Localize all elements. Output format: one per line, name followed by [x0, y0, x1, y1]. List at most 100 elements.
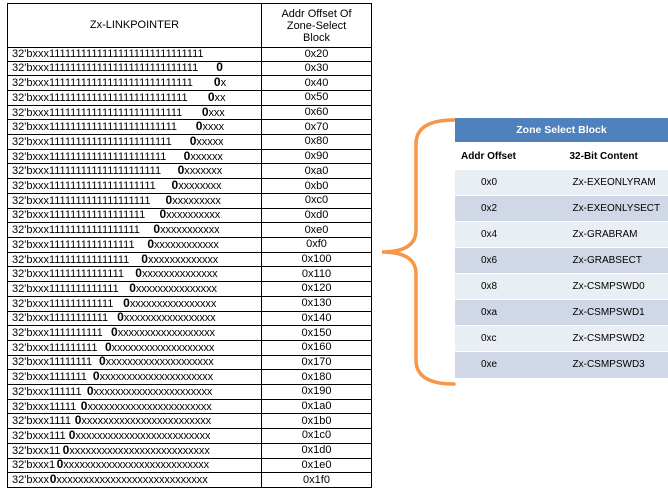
value-suffix: x	[220, 77, 227, 90]
value-prefix: 32'bxxx1111111111111111111	[12, 194, 151, 207]
value-suffix: xxxxxxxxxxx	[160, 224, 220, 237]
value-zero-bit: 0	[213, 75, 221, 90]
value-prefix: 32'bxxx111	[12, 429, 66, 442]
col-32bit-content: 32-Bit Content	[561, 142, 668, 170]
value-zero-bit: 0	[49, 472, 57, 487]
linkpointer-offset: 0x60	[261, 104, 372, 121]
zone-content: Zx-CSMPSWD3	[561, 351, 668, 378]
value-suffix: xxxxxxxxxxxxxxxxxxxxxx	[93, 385, 213, 398]
value-suffix: xxxxxxxxxxxx	[154, 238, 219, 251]
value-suffix: xxxxxxxxxxxxxxxxxxxxxxxxxxx	[63, 459, 210, 472]
zone-content: Zx-CSMPSWD1	[561, 299, 668, 326]
zone-content: Zx-EXEONLYSECT	[561, 195, 668, 222]
value-zero-bit: 0	[177, 163, 185, 178]
header-addr-offset: Addr Offset Of Zone-Select Block	[261, 3, 372, 48]
linkpointer-offset: 0x30	[261, 60, 372, 77]
header-linkpointer: Zx-LINKPOINTER	[7, 3, 262, 48]
value-prefix: 32'bxxx111111	[12, 385, 82, 398]
linkpointer-offset: 0x1d0	[261, 442, 372, 459]
value-prefix: 32'bxxx111111111111111111111111	[12, 121, 177, 134]
value-suffix: xxx	[208, 106, 225, 119]
linkpointer-offset: 0x1e0	[261, 457, 372, 474]
value-suffix: xxxxxxxxxxxxxxxxxxxxxxx	[87, 400, 212, 413]
value-zero-bit: 0	[141, 252, 148, 266]
header-addr-offset-line: Zone-Select	[286, 19, 347, 32]
header-addr-offset-line: Block	[303, 31, 330, 44]
value-prefix: 32'bxxx1111111111111111111111111	[12, 106, 183, 119]
zone-addr-offset: 0x2	[455, 195, 562, 222]
value-prefix: 32'bxxx111111111111	[12, 297, 114, 310]
zone-select-table: Zone Select Block Addr Offset 32-Bit Con…	[455, 117, 668, 378]
linkpointer-value: 32'bxxx1111111111111111111111111 0xxx	[7, 104, 262, 121]
value-prefix: 32'bxxx11111111111111111111111	[12, 135, 172, 148]
linkpointer-value: 32'bxxx11111111111111111111111111111	[7, 47, 262, 62]
zone-addr-offset: 0xc	[455, 325, 562, 352]
value-suffix: xxxxxxxxxxxxxxxxx	[123, 312, 216, 325]
value-zero-bit: 0	[117, 311, 124, 325]
value-suffix: xxxxxxxxxxxxxxxxxxxxxxxxxxxx	[56, 474, 208, 487]
value-zero-bit: 0	[92, 369, 100, 384]
value-zero-bit: 0	[165, 193, 173, 207]
value-zero-bit: 0	[147, 237, 155, 251]
value-prefix: 32'bxxx1111111111111111111111	[12, 150, 167, 163]
linkpointer-offset: 0x70	[261, 119, 372, 136]
linkpointer-offset: 0x1c0	[261, 428, 372, 444]
linkpointer-offset: 0x1a0	[261, 398, 372, 415]
value-prefix: 32'bxxx11111111111	[12, 312, 109, 325]
linkpointer-offset: 0xe0	[261, 222, 372, 238]
linkpointer-offset: 0xc0	[261, 192, 372, 209]
value-suffix: xxxxxx	[190, 150, 223, 163]
linkpointer-table: Zx-LINKPOINTER Addr Offset Of Zone-Selec…	[7, 3, 372, 488]
zone-addr-offset: 0x6	[455, 247, 562, 274]
value-suffix: xxxxxxxxxx	[166, 209, 221, 222]
zone-addr-offset: 0x0	[455, 169, 562, 196]
value-zero-bit: 0	[153, 222, 161, 237]
brace-path	[381, 118, 456, 386]
zone-content: Zx-EXEONLYRAM	[561, 169, 668, 196]
linkpointer-offset: 0x50	[261, 89, 372, 106]
value-prefix: 32'bxxx111111111111111111	[12, 209, 146, 222]
value-suffix: xxxxxxxxxxxxxxx	[135, 282, 217, 295]
value-zero-bit: 0	[201, 105, 209, 119]
value-prefix: 32'bxxx1111111111111111	[12, 238, 135, 251]
value-zero-bit: 0	[189, 134, 197, 148]
zone-addr-offset: 0xe	[455, 351, 562, 378]
linkpointer-offset: 0x120	[261, 281, 372, 297]
value-zero-bit: 0	[129, 281, 136, 295]
linkpointer-offset: 0x180	[261, 369, 372, 386]
linkpointer-offset: 0x130	[261, 295, 372, 312]
zone-addr-offset: 0xa	[455, 299, 562, 326]
